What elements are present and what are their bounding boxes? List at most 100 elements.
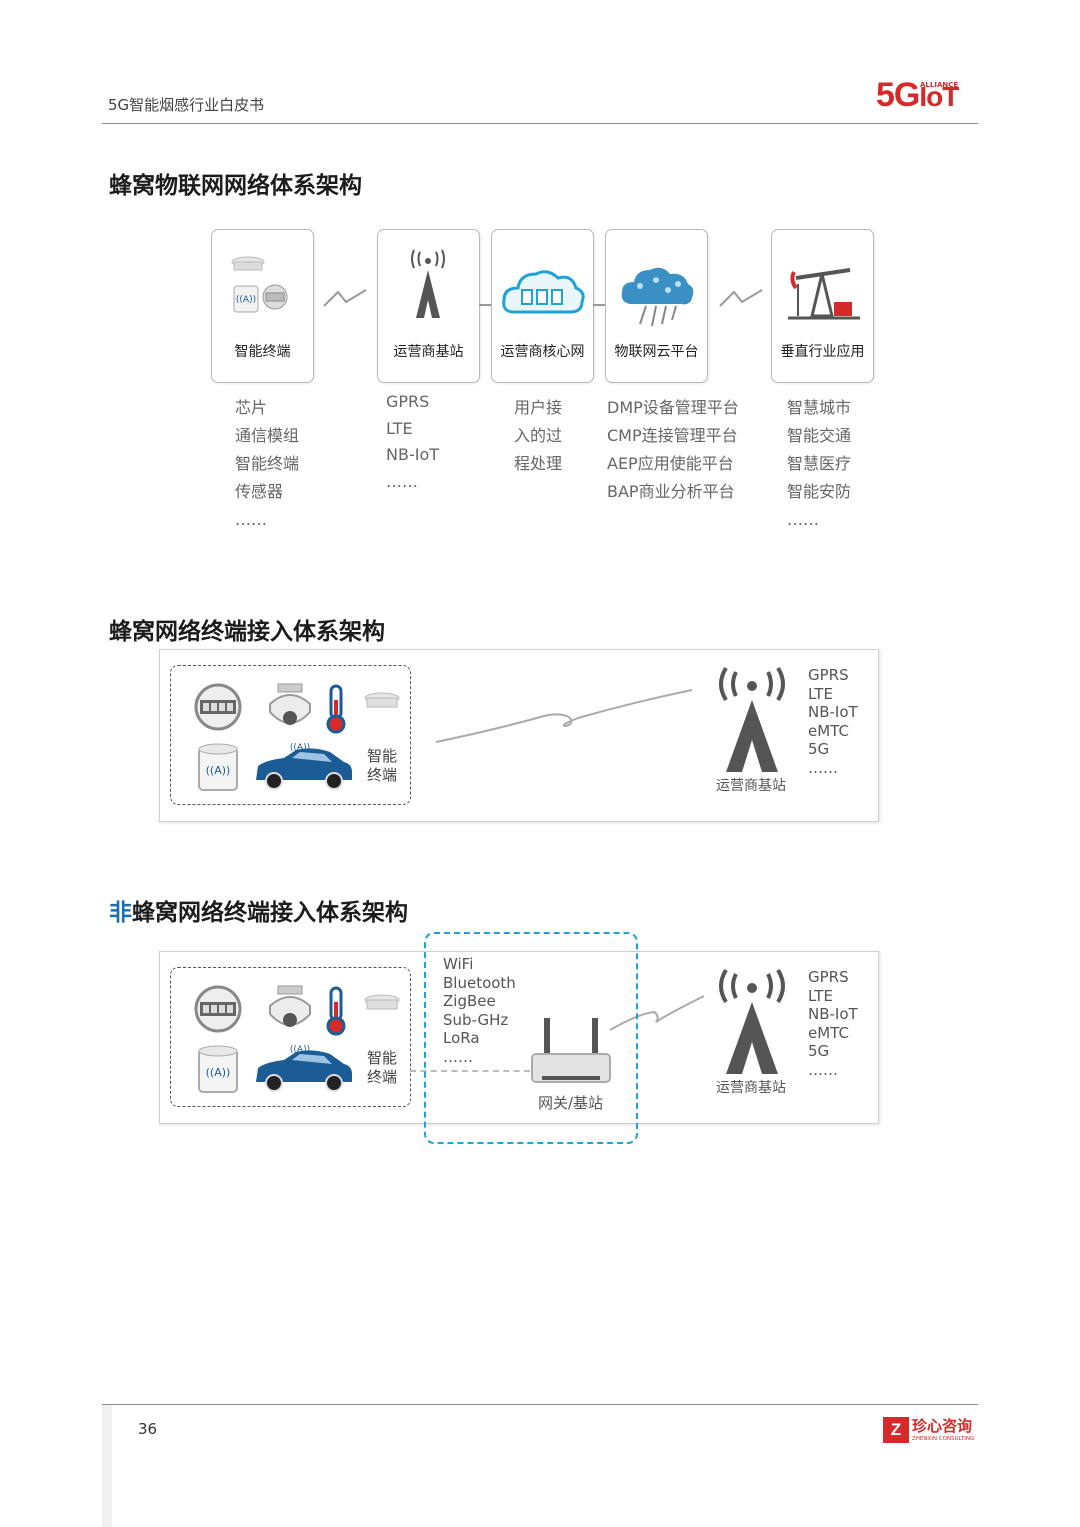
gateway-label: 网关/基站 [538, 1094, 604, 1112]
list-item: 5G [808, 740, 830, 758]
section3-title: 非蜂窝网络终端接入体系架构 [109, 900, 408, 926]
list-item: 通信模组 [235, 426, 300, 445]
svg-text:((A)): ((A)) [206, 1066, 231, 1079]
footer-divider [102, 1404, 978, 1405]
list-item: 5G [808, 1042, 830, 1060]
terminal-label-line: 终端 [367, 766, 398, 784]
brand-logo-icon: Z [883, 1417, 909, 1443]
terminal-devices-icon: ((A)) ((A)) [194, 683, 400, 791]
list-item: DMP设备管理平台 [607, 398, 739, 417]
terminal-group [170, 967, 411, 1107]
terminal-devices-icon: ((A)) ((A)) [194, 985, 400, 1093]
router-icon [531, 1018, 611, 1083]
list-item: 智能终端 [235, 454, 300, 473]
operator-base-station-label: 运营商基站 [716, 1080, 786, 1096]
list-item: …… [808, 758, 838, 777]
terminal-label: 智能 终端 [367, 747, 397, 785]
list-item: …… [443, 1047, 473, 1066]
card-label: 运营商核心网 [500, 344, 585, 360]
list-item: GPRS [808, 968, 849, 986]
industry-application-list: 智慧城市 智能交通 智慧医疗 智能安防 …… [787, 394, 851, 534]
list-item: 智能交通 [787, 426, 852, 445]
iot-cloud-icon [621, 267, 694, 327]
list-item: GPRS [386, 392, 430, 411]
cellular-protocol-list: GPRS LTE NB-IoT eMTC 5G …… [808, 666, 858, 777]
card-label: 运营商基站 [393, 344, 464, 360]
footer-side-bar [102, 1404, 112, 1527]
list-item: NB-IoT [808, 703, 858, 721]
list-item: LTE [808, 684, 833, 703]
document-title: 5G智能烟感行业白皮书 [108, 96, 265, 114]
gateway-group [424, 932, 638, 1144]
header-divider [102, 123, 978, 124]
connector-line [479, 304, 491, 306]
terminal-label-line: 智能 [367, 1049, 398, 1067]
list-item: eMTC [808, 721, 849, 740]
brand-subtitle: ZHENXIN CONSULTING [912, 1436, 975, 1442]
local-link-line [410, 1070, 530, 1072]
list-item: …… [235, 510, 267, 529]
cloud-server-icon [502, 270, 585, 314]
svg-text:((A)): ((A)) [290, 743, 310, 753]
cloud-platform-list: DMP设备管理平台 CMP连接管理平台 AEP应用使能平台 BAP商业分析平台 [607, 394, 739, 506]
list-item: 传感器 [235, 482, 284, 501]
terminal-label: 智能 终端 [367, 1049, 397, 1087]
wireless-link-icon [435, 689, 693, 743]
card-operator-base-station: 运营商基站 [377, 229, 480, 383]
list-item: Sub-GHz [443, 1010, 509, 1029]
list-item: 用户接 [514, 398, 563, 417]
cell-tower-icon [719, 968, 785, 1074]
card-iot-cloud-platform: 物联网云平台 [605, 229, 708, 383]
list-item: LTE [808, 986, 833, 1005]
operator-base-station-label: 运营商基站 [716, 778, 786, 794]
list-item: 入的过 [514, 426, 563, 445]
list-item: 程处理 [514, 454, 563, 473]
oil-pump-icon [788, 268, 860, 320]
list-item: 智慧城市 [787, 398, 852, 417]
connector-line [593, 304, 605, 306]
list-item: NB-IoT [808, 1005, 858, 1023]
list-item: …… [386, 471, 418, 491]
cell-tower-icon [411, 249, 445, 318]
list-item: 芯片 [235, 398, 268, 417]
list-item: …… [787, 510, 819, 529]
card-vertical-industry: 垂直行业应用 [771, 229, 874, 383]
list-item: LoRa [443, 1029, 480, 1047]
wireless-link-icon [323, 289, 367, 307]
terminal-label-line: 终端 [367, 1068, 398, 1086]
list-item: BAP商业分析平台 [607, 482, 735, 501]
alliance-logo: 5GIoT [876, 76, 959, 114]
alliance-logo-text: ALLIANCE [920, 81, 959, 89]
list-item: eMTC [808, 1023, 849, 1042]
svg-text:((A)): ((A)) [206, 764, 231, 777]
list-item: CMP连接管理平台 [607, 426, 738, 445]
card-label: 垂直行业应用 [780, 344, 865, 360]
list-item: LTE [386, 418, 413, 438]
list-item: 智能安防 [787, 482, 852, 501]
list-item: Bluetooth [443, 973, 516, 992]
list-item: WiFi [443, 955, 474, 973]
local-protocol-list: WiFi Bluetooth ZigBee Sub-GHz LoRa …… [443, 955, 516, 1066]
core-network-list: 用户接 入的过 程处理 [514, 394, 562, 478]
svg-text:((A)): ((A)) [236, 295, 256, 305]
wireless-link-icon [609, 995, 705, 1031]
list-item: …… [808, 1060, 838, 1079]
terminal-component-list: 芯片 通信模组 智能终端 传感器 …… [235, 394, 299, 534]
wireless-link-icon [719, 289, 763, 307]
list-item: 智慧医疗 [787, 454, 852, 473]
base-station-protocol-list: GPRS LTE NB-IoT …… [386, 389, 439, 495]
terminal-group [170, 665, 411, 805]
list-item: NB-IoT [386, 445, 439, 464]
cell-tower-icon [719, 666, 785, 772]
page-number: 36 [138, 1420, 158, 1438]
cellular-protocol-list: GPRS LTE NB-IoT eMTC 5G …… [808, 968, 858, 1079]
card-label: 智能终端 [234, 344, 291, 360]
terminal-label-line: 智能 [367, 747, 398, 765]
section1-title: 蜂窝物联网网络体系架构 [109, 173, 362, 199]
non-cellular-access-panel: ((A)) ((A)) 智能 终端 运营商基站 GPRS LTE NB-IoT … [159, 951, 879, 1124]
svg-text:((A)): ((A)) [290, 1045, 310, 1055]
brand-name: 珍心咨询 [912, 1417, 973, 1435]
card-operator-core-network: 运营商核心网 [491, 229, 594, 383]
smart-terminal-icon: ((A)) [231, 256, 288, 313]
list-item: AEP应用使能平台 [607, 454, 734, 473]
